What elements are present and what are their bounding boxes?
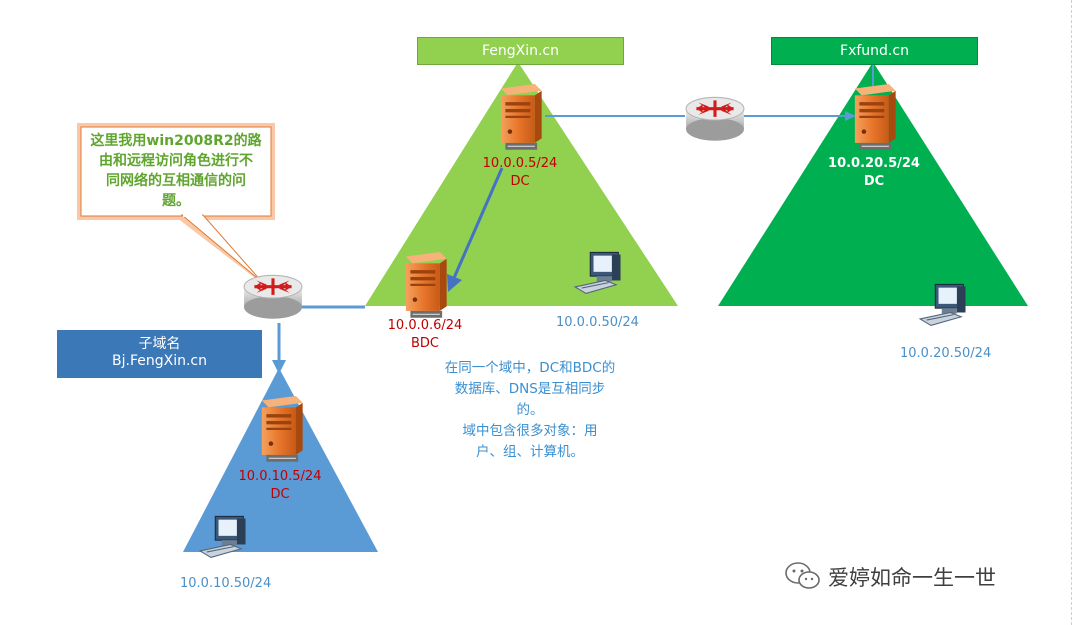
fxfund-dc-role: DC bbox=[863, 174, 885, 189]
callout-text: 这里我用win2008R2的路 由和远程访问角色进行不 同网络的互相通信的问 题… bbox=[83, 131, 269, 211]
fxfund-client-ip: 10.0.20.50/24 bbox=[900, 346, 992, 361]
fxfund-dc-ip: 10.0.20.5/24 bbox=[828, 156, 920, 171]
callout-line: 这里我用win2008R2的路 bbox=[90, 133, 262, 149]
fengxin-bdc-role: BDC bbox=[410, 336, 439, 351]
workstation-icon bbox=[573, 250, 627, 298]
sync-note: 在同一个域中，DC和BDC的 数据库、DNS是互相同步 的。 域中包含很多对象：… bbox=[430, 358, 630, 463]
fengxin-dc-role: DC bbox=[510, 174, 530, 189]
server-icon bbox=[255, 396, 305, 464]
router-icon bbox=[242, 270, 304, 324]
server-icon bbox=[848, 84, 898, 152]
note-line: 在同一个域中，DC和BDC的 bbox=[444, 360, 616, 376]
callout-line: 由和远程访问角色进行不 bbox=[99, 153, 253, 169]
note-line: 户、组、计算机。 bbox=[476, 444, 584, 460]
fengxin-client-ip: 10.0.0.50/24 bbox=[556, 315, 639, 330]
callout-line: 同网络的互相通信的问 bbox=[106, 173, 246, 189]
bj-dc-ip: 10.0.10.5/24 bbox=[238, 469, 322, 484]
note-line: 数据库、DNS是互相同步 bbox=[454, 381, 606, 397]
fengxin-domain-triangle bbox=[365, 62, 678, 306]
callout-bubble bbox=[77, 123, 275, 288]
subdomain-name: Bj.FengXin.cn bbox=[112, 353, 207, 369]
bj-client-ip: 10.0.10.50/24 bbox=[180, 576, 272, 591]
fengxin-domain-label: FengXin.cn bbox=[417, 37, 624, 65]
callout-line: 题。 bbox=[162, 193, 190, 209]
workstation-icon bbox=[198, 514, 252, 562]
subdomain-label-box: 子域名 Bj.FengXin.cn bbox=[57, 330, 262, 378]
wechat-icon bbox=[785, 562, 820, 589]
note-line: 域中包含很多对象：用 bbox=[462, 423, 598, 439]
bj-dc-role: DC bbox=[270, 487, 290, 502]
fxfund-domain-label: Fxfund.cn bbox=[771, 37, 978, 65]
fengxin-bdc-ip: 10.0.0.6/24 bbox=[387, 318, 463, 333]
fengxin-dc-ip: 10.0.0.5/24 bbox=[482, 156, 558, 171]
router-icon bbox=[684, 92, 746, 146]
workstation-icon bbox=[918, 282, 972, 330]
watermark-text: 爱婷如命一生一世 bbox=[828, 566, 996, 590]
subdomain-title: 子域名 bbox=[138, 336, 181, 352]
server-icon bbox=[399, 252, 449, 320]
note-line: 的。 bbox=[516, 402, 544, 418]
server-icon bbox=[494, 84, 544, 152]
page-edge-divider bbox=[1071, 0, 1072, 625]
fxfund-domain-triangle bbox=[718, 62, 1028, 306]
